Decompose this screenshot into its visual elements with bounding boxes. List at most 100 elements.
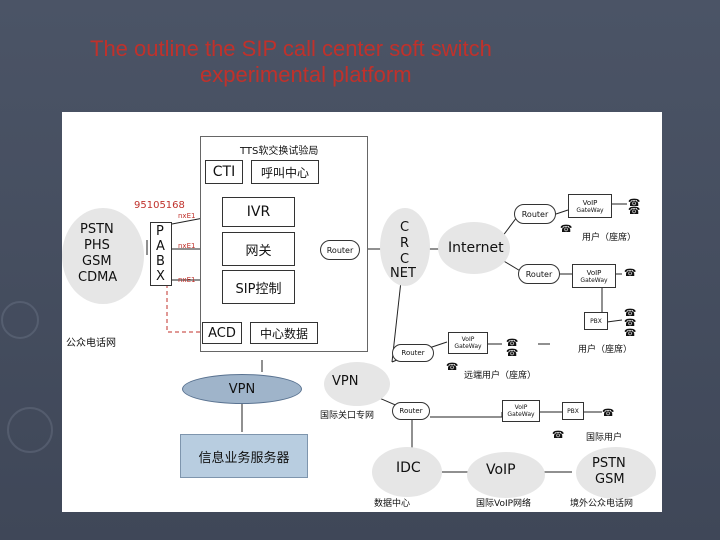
overseas-gsm-label: GSM <box>595 472 625 487</box>
intl-voip-network-label: 国际VoIP网络 <box>476 499 532 509</box>
vpn-cloud <box>324 362 390 406</box>
router-right-label: Router <box>525 269 553 279</box>
intl-user-label: 国际用户 <box>586 433 623 443</box>
phone-icon: ☎ <box>624 318 637 329</box>
router-bottom: Router <box>392 402 430 420</box>
public-network-cloud <box>62 208 144 304</box>
phone-icon: ☎ <box>552 430 565 441</box>
user-seat-label-1: 用户（座席） <box>582 233 637 243</box>
gateway-box: 网关 <box>222 232 295 266</box>
router-remote: Router <box>392 344 434 362</box>
acd-label: ACD <box>208 325 236 341</box>
remote-user-seat-label: 远端用户（座席） <box>464 371 537 381</box>
pabx-box: P A B X <box>150 222 172 286</box>
phone-icon: ☎ <box>506 348 519 359</box>
nxe1-label-3: nxE1 <box>178 276 196 284</box>
router-top-right-label: Router <box>521 209 549 219</box>
sip-control-label: SIP控制 <box>235 281 282 297</box>
pabx-letter-a: A <box>156 239 165 254</box>
voip-gateway-3: VoIP GateWay <box>448 332 488 354</box>
router-remote-label: Router <box>401 349 425 357</box>
acd-box: ACD <box>202 322 242 344</box>
overseas-public-phone-net-label: 境外公众电话网 <box>570 499 634 509</box>
public-network-gsm: GSM <box>82 254 112 269</box>
public-network-cdma: CDMA <box>78 270 118 285</box>
phone-icon: ☎ <box>602 408 615 419</box>
voip-cloud <box>467 452 545 498</box>
diagram-panel: TTS软交换试验局 CTI 呼叫中心 IVR 网关 SIP控制 ACD 中心数据… <box>62 112 662 512</box>
nxe1-label-1: nxE1 <box>178 212 196 220</box>
internet-label: Internet <box>448 240 504 256</box>
gateway-label: 网关 <box>245 243 272 259</box>
phone-icon: ☎ <box>624 308 637 319</box>
ivr-label: IVR <box>246 204 271 220</box>
idc-label: IDC <box>396 460 421 476</box>
overseas-pstn-label: PSTN <box>592 456 626 471</box>
pbx-label-2: PBX <box>567 407 579 415</box>
call-center-box: 呼叫中心 <box>251 160 319 184</box>
pbx-label-1: PBX <box>590 317 602 325</box>
central-data-label: 中心数据 <box>259 326 308 341</box>
router-main-label: Router <box>326 245 354 255</box>
pbx-box-2: PBX <box>562 402 584 420</box>
vpn-cloud-label: VPN <box>332 374 359 389</box>
phone-icon: ☎ <box>506 338 519 349</box>
overseas-network-cloud <box>576 447 656 499</box>
voip-gateway-1-line1: VoIP <box>582 198 598 207</box>
info-service-server-label: 信息业务服务器 <box>198 450 290 466</box>
voip-gateway-1: VoIP GateWay <box>568 194 612 218</box>
voip-gateway-2-line2: GateWay <box>580 276 608 284</box>
call-center-label: 呼叫中心 <box>260 165 309 180</box>
voip-gateway-4-line1: VoIP <box>514 404 528 411</box>
pabx-letter-x: X <box>156 269 165 284</box>
voip-gateway-2-line1: VoIP <box>586 268 602 277</box>
crcnet-net: NET <box>390 266 416 281</box>
voip-gateway-4: VoIP GateWay <box>502 400 540 422</box>
user-seat-label-2: 用户（座席） <box>578 345 633 355</box>
public-phone-net-label: 公众电话网 <box>66 338 116 349</box>
phone-icon: ☎ <box>560 224 573 235</box>
phone-number-label: 95105168 <box>134 200 185 211</box>
public-network-pstn: PSTN <box>80 222 114 237</box>
phone-icon: ☎ <box>628 198 641 209</box>
idc-cloud <box>372 447 442 497</box>
crcnet-c2: C <box>400 252 410 267</box>
cti-label: CTI <box>212 164 236 180</box>
crcnet-cloud <box>380 208 430 286</box>
voip-gateway-1-line2: GateWay <box>576 206 604 214</box>
pbx-box-1: PBX <box>584 312 608 330</box>
ivr-box: IVR <box>222 197 295 227</box>
crcnet-r: R <box>400 236 410 251</box>
public-network-phs: PHS <box>84 238 110 253</box>
slide-title: The outline the SIP call center soft swi… <box>80 36 640 88</box>
pabx-letter-b: B <box>156 254 165 269</box>
pabx-letter-p: P <box>156 224 164 239</box>
tts-bureau-label: TTS软交换试验局 <box>240 146 319 157</box>
phone-icon: ☎ <box>446 362 459 373</box>
nxe1-label-2: nxE1 <box>178 242 196 250</box>
router-top-right: Router <box>514 204 556 224</box>
voip-gateway-3-line2: GateWay <box>454 343 482 350</box>
slide-title-line-1: The outline the SIP call center soft swi… <box>90 36 492 61</box>
router-main: Router <box>320 240 360 260</box>
phone-icon: ☎ <box>628 206 641 217</box>
router-bottom-label: Router <box>399 407 423 415</box>
vpn-ellipse: VPN <box>182 374 302 404</box>
crcnet-c1: C <box>400 220 410 235</box>
phone-icon: ☎ <box>624 268 637 279</box>
intl-gateway-private-net-label: 国际关口专网 <box>320 411 375 421</box>
background-watermark <box>1 301 53 453</box>
vpn-ellipse-label: VPN <box>228 381 256 397</box>
cti-box: CTI <box>205 160 243 184</box>
voip-gateway-3-line1: VoIP <box>461 336 475 343</box>
voip-label: VoIP <box>486 462 516 478</box>
internet-cloud <box>438 222 510 274</box>
voip-gateway-2: VoIP GateWay <box>572 264 616 288</box>
phone-icon: ☎ <box>624 328 637 339</box>
router-right: Router <box>518 264 560 284</box>
central-data-box: 中心数据 <box>250 322 318 344</box>
slide-title-line-2: experimental platform <box>200 62 412 87</box>
data-center-label: 数据中心 <box>374 499 411 509</box>
sip-control-box: SIP控制 <box>222 270 295 304</box>
voip-gateway-4-line2: GateWay <box>507 411 535 418</box>
